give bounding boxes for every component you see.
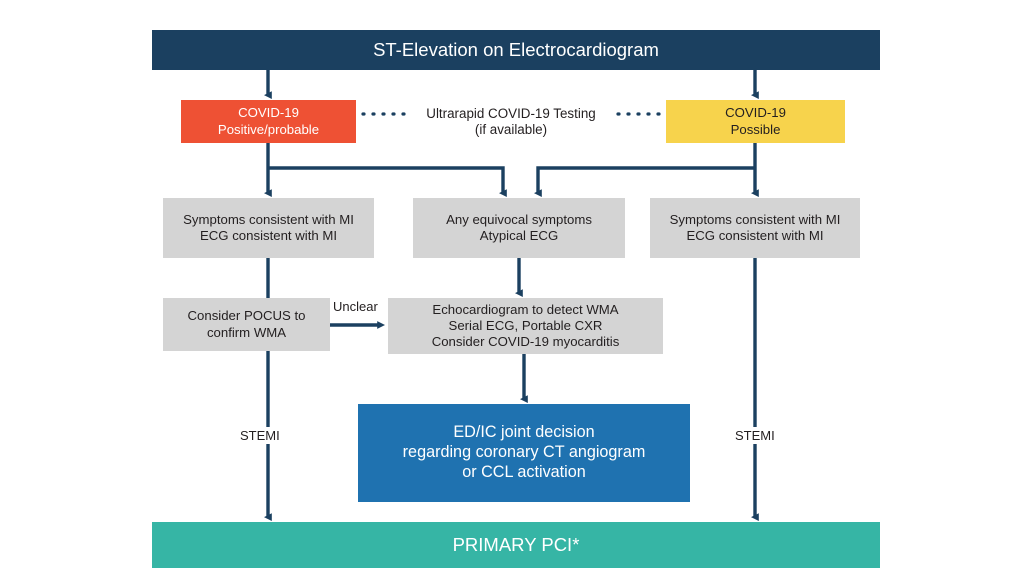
echocardiogram-line3: Consider COVID-19 myocarditis — [431, 334, 620, 350]
edge-label-stemi-right: STEMI — [731, 427, 779, 444]
covid-possible-line1: COVID-19 — [725, 105, 786, 121]
edge-covid-positive-to-symptoms-mid — [268, 166, 507, 198]
node-header-st-elevation: ST-Elevation on Electrocardiogram — [152, 30, 880, 70]
covid-positive-line2: Positive/probable — [217, 121, 320, 137]
node-covid-positive[interactable]: COVID-19 Positive/probable — [181, 100, 356, 143]
echocardiogram-line2: Serial ECG, Portable CXR — [448, 317, 603, 333]
node-symptoms-right[interactable]: Symptoms consistent with MI ECG consiste… — [650, 198, 860, 258]
edge-covid-possible-to-symptoms-mid — [534, 166, 755, 198]
edge-label-unclear: Unclear — [333, 299, 378, 314]
node-ed-ic-joint-decision[interactable]: ED/IC joint decision regarding coronary … — [358, 404, 690, 502]
testing-line1: Ultrarapid COVID-19 Testing — [426, 105, 596, 121]
symptoms-right-line2: ECG consistent with MI — [686, 228, 824, 243]
node-symptoms-equivocal[interactable]: Any equivocal symptoms Atypical ECG — [413, 198, 625, 258]
node-ultrarapid-testing-label: Ultrarapid COVID-19 Testing (if availabl… — [366, 101, 656, 143]
decision-line1: ED/IC joint decision — [453, 423, 595, 442]
node-primary-pci[interactable]: PRIMARY PCI* — [152, 522, 880, 568]
covid-possible-line2: Possible — [730, 121, 781, 137]
symptoms-left-line1: Symptoms consistent with MI — [183, 211, 354, 227]
symptoms-mid-line2: Atypical ECG — [479, 228, 559, 243]
node-consider-pocus[interactable]: Consider POCUS to confirm WMA — [163, 298, 330, 351]
decision-line3: or CCL activation — [462, 462, 586, 481]
covid-positive-line1: COVID-19 — [238, 105, 299, 121]
primary-pci-label: PRIMARY PCI* — [452, 533, 580, 555]
decision-line2: regarding coronary CT angiogram — [402, 443, 646, 462]
testing-line2: (if available) — [474, 122, 548, 137]
pocus-line1: Consider POCUS to — [187, 308, 306, 324]
node-covid-possible[interactable]: COVID-19 Possible — [666, 100, 845, 143]
node-echocardiogram[interactable]: Echocardiogram to detect WMA Serial ECG,… — [388, 298, 663, 354]
header-label: ST-Elevation on Electrocardiogram — [373, 38, 659, 60]
echocardiogram-line1: Echocardiogram to detect WMA — [432, 301, 619, 317]
symptoms-mid-line1: Any equivocal symptoms — [446, 211, 592, 227]
edge-label-stemi-left: STEMI — [236, 427, 284, 444]
pocus-line2: confirm WMA — [206, 324, 287, 340]
symptoms-right-line1: Symptoms consistent with MI — [669, 211, 841, 227]
node-symptoms-left[interactable]: Symptoms consistent with MI ECG consiste… — [163, 198, 374, 258]
symptoms-left-line2: ECG consistent with MI — [199, 228, 338, 243]
